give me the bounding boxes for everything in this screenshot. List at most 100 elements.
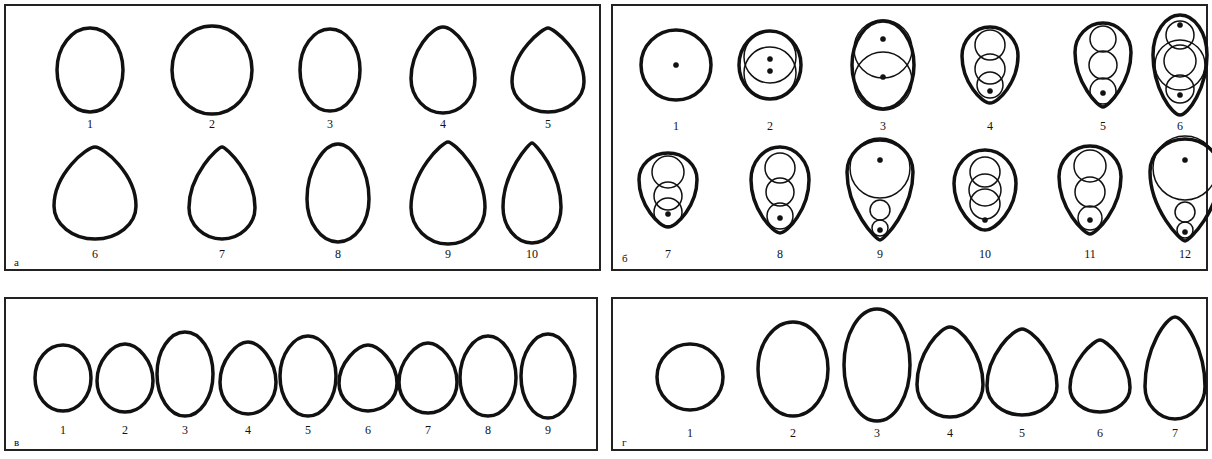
center-dot (777, 215, 782, 220)
egg-outline (300, 29, 360, 111)
egg-outline (57, 28, 123, 112)
construction-circle (1075, 177, 1105, 207)
panel-frame (612, 298, 1207, 450)
center-dot (987, 88, 992, 93)
construction-circle (850, 138, 910, 198)
egg-outline (157, 332, 213, 416)
egg-outline (1059, 146, 1121, 234)
figure-number: 11 (1084, 248, 1096, 261)
panel-letter: в (14, 436, 19, 449)
egg-outline (280, 336, 336, 416)
figure-number: 2 (209, 118, 215, 131)
construction-circle (654, 198, 682, 226)
figure-number: 5 (305, 424, 311, 437)
construction-circle (767, 203, 793, 229)
egg-outline (307, 144, 369, 242)
panel-letter: а (14, 256, 19, 269)
egg-outline (962, 27, 1018, 103)
figure-number: 7 (1172, 427, 1178, 440)
center-dot (665, 211, 670, 216)
egg-outline (751, 147, 809, 233)
egg-outline (1070, 340, 1130, 412)
construction-circle (744, 31, 796, 83)
egg-outline (172, 26, 252, 114)
egg-outline (399, 343, 457, 413)
figure-number: 6 (365, 424, 371, 437)
center-dot (1182, 157, 1187, 162)
center-dot (877, 227, 882, 232)
panel-letter: г (622, 436, 627, 449)
construction-circle (970, 189, 1000, 219)
figure-number: 4 (947, 427, 953, 440)
center-dot (877, 157, 882, 162)
figure-number: 1 (60, 424, 66, 437)
center-dot (1182, 229, 1187, 234)
figure-number: 12 (1179, 248, 1191, 261)
egg-outline (639, 153, 697, 227)
center-dot (880, 74, 885, 79)
panel-letter: б (622, 252, 628, 265)
construction-circle (1153, 136, 1212, 200)
center-dot (1177, 22, 1182, 27)
egg-outline (411, 142, 485, 244)
construction-circle (1164, 45, 1196, 77)
center-dot (1177, 92, 1182, 97)
egg-outline (97, 344, 153, 412)
figure-number: 8 (777, 248, 783, 261)
construction-circle (975, 30, 1005, 60)
construction-circle (1090, 78, 1116, 104)
panel-frame (5, 298, 597, 450)
figure-number: 1 (687, 427, 693, 440)
figure-number: 5 (545, 118, 551, 131)
panel-frame (612, 5, 1207, 270)
construction-circle (744, 47, 796, 99)
egg-outline (657, 344, 723, 410)
construction-circle (1089, 51, 1117, 79)
construction-circle (970, 157, 1000, 187)
egg-outline (917, 327, 983, 417)
construction-circle (1090, 26, 1116, 52)
construction-circle (1177, 222, 1193, 238)
construction-circle (652, 156, 684, 188)
figure-number: 9 (445, 248, 451, 261)
figure-number: 8 (335, 248, 341, 261)
construction-circle (872, 220, 888, 236)
egg-outline (1153, 15, 1207, 115)
construction-circle (1155, 40, 1205, 90)
figure-number: 2 (767, 120, 773, 133)
figure-number: 3 (182, 424, 188, 437)
egg-outline (54, 147, 136, 239)
figure-number: 3 (874, 427, 880, 440)
egg-outline (460, 336, 516, 416)
figure-number: 6 (1177, 120, 1183, 133)
egg-outline (411, 27, 475, 113)
figure-number: 7 (425, 424, 431, 437)
center-dot (1100, 90, 1105, 95)
egg-outline (1150, 139, 1212, 241)
egg-outline (847, 140, 913, 240)
center-dot (767, 56, 772, 61)
center-dot (880, 36, 885, 41)
figure-number: 2 (790, 427, 796, 440)
construction-circle (766, 178, 794, 206)
construction-circle (854, 52, 912, 110)
center-dot (982, 217, 987, 222)
egg-outline (758, 322, 828, 416)
center-dot (1087, 217, 1092, 222)
center-dot (767, 68, 772, 73)
construction-circle (975, 54, 1005, 84)
figure-number: 3 (327, 118, 333, 131)
egg-outline (739, 31, 801, 99)
figure-number: 7 (665, 248, 671, 261)
construction-circle (977, 72, 1003, 98)
figure-number: 5 (1019, 427, 1025, 440)
figure-number: 9 (545, 424, 551, 437)
construction-circle (1166, 75, 1194, 103)
egg-outline (954, 150, 1016, 230)
panel-frame (5, 5, 600, 270)
figure-number: 6 (1097, 427, 1103, 440)
construction-circle (654, 182, 682, 210)
egg-outline (1075, 23, 1131, 107)
